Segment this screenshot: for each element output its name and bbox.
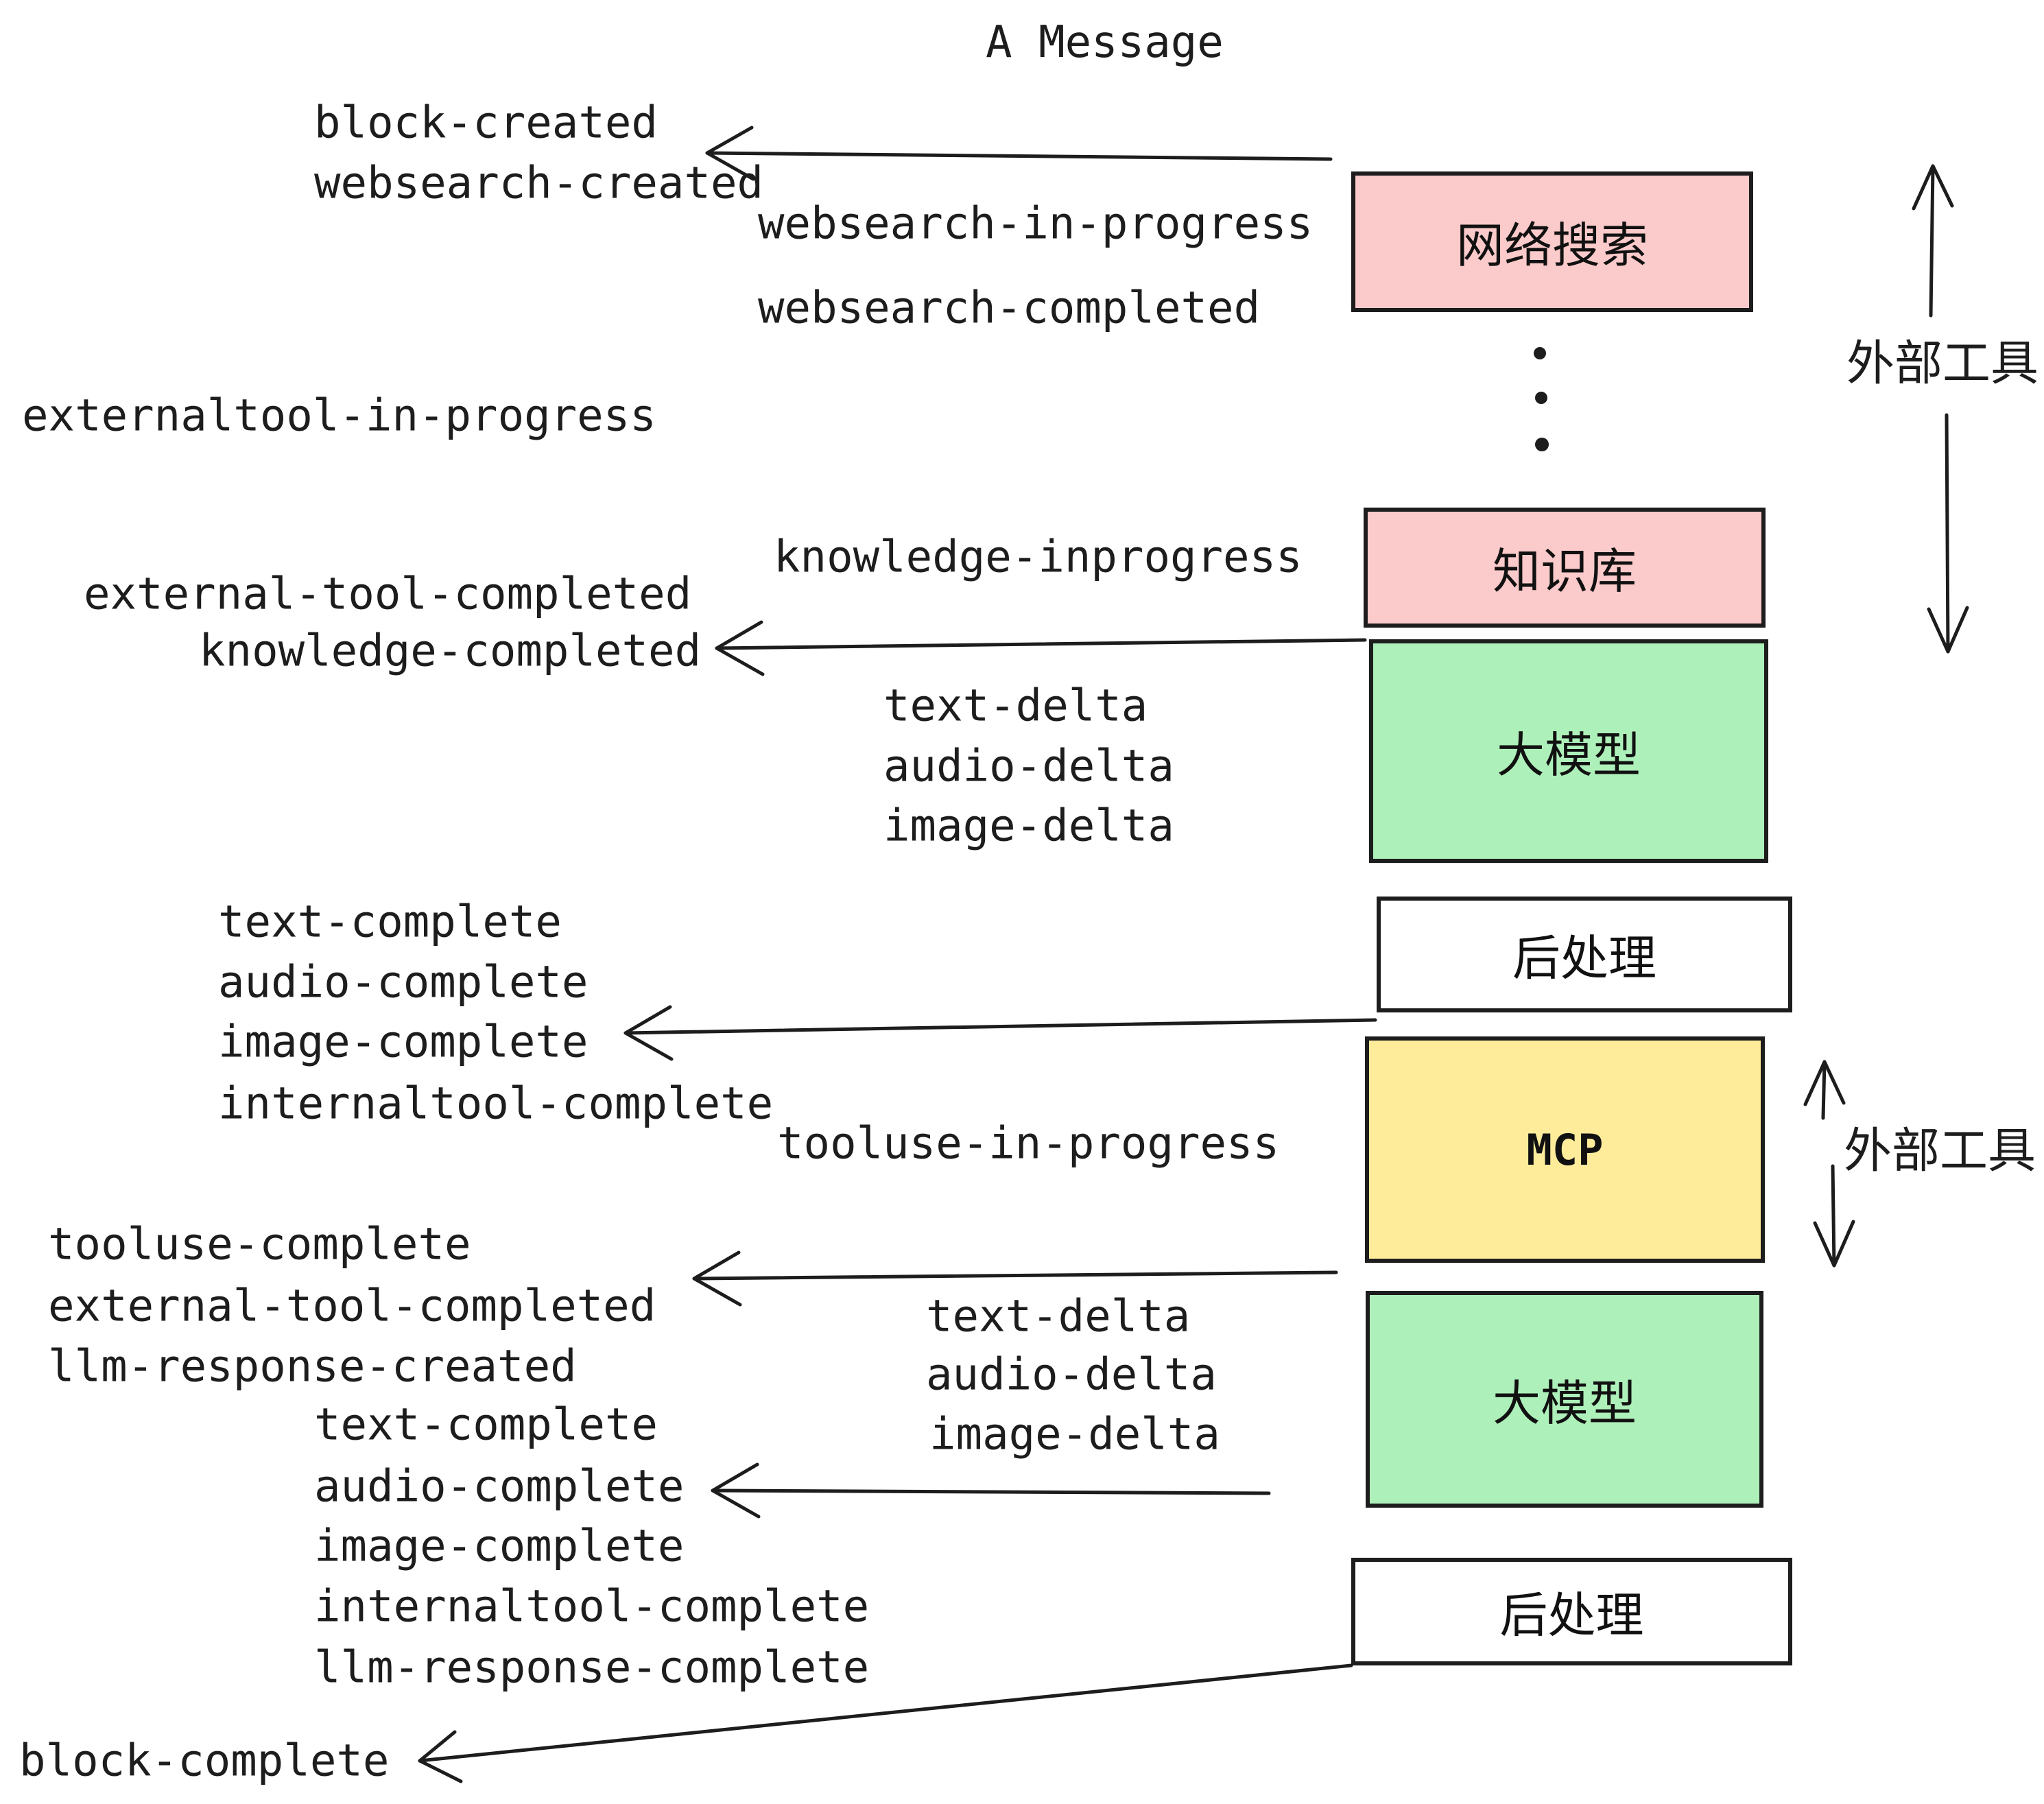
event-external-tool-completed: external-tool-completed <box>84 569 692 620</box>
external-tools-label-2: 外部工具 <box>1844 1122 2036 1179</box>
event-image-delta-2: image-delta <box>929 1409 1220 1460</box>
event-image-delta: image-delta <box>883 800 1174 852</box>
node-postprocess-2: 后处理 <box>1351 1558 1792 1665</box>
event-image-complete: image-complete <box>218 1017 589 1068</box>
node-llm: 大模型 <box>1369 639 1768 863</box>
event-text-complete-2: text-complete <box>314 1399 658 1451</box>
node-postprocess: 后处理 <box>1377 897 1792 1012</box>
node-knowledge-base: 知识库 <box>1364 508 1766 628</box>
event-text-complete: text-complete <box>218 897 562 948</box>
diagram-title: A Message <box>986 17 1224 68</box>
event-websearch-created: websearch-created <box>314 158 764 209</box>
node-websearch: 网络搜索 <box>1351 171 1753 312</box>
event-external-tool-completed-2: external-tool-completed <box>48 1281 656 1332</box>
event-image-complete-2: image-complete <box>314 1521 685 1572</box>
arrow-knowledge-to-completed <box>715 620 1367 676</box>
arrow-llm2-to-audio-complete <box>711 1462 1271 1519</box>
ellipsis-dots <box>1534 347 1549 451</box>
external-tools-up-arrow-2 <box>1803 1060 1846 1120</box>
arrow-postprocess-to-complete <box>623 1005 1377 1061</box>
event-text-delta-2: text-delta <box>926 1291 1191 1342</box>
external-tools-label: 外部工具 <box>1846 335 2039 392</box>
event-llm-response-complete: llm-response-complete <box>314 1642 870 1694</box>
event-externaltool-in-progress: externaltool-in-progress <box>22 390 656 442</box>
event-internaltool-complete: internaltool-complete <box>218 1078 774 1130</box>
event-websearch-in-progress: websearch-in-progress <box>758 198 1314 250</box>
external-tools-down-arrow <box>1927 413 1969 654</box>
event-internaltool-complete-2: internaltool-complete <box>314 1581 870 1633</box>
event-audio-complete-2: audio-complete <box>314 1461 685 1512</box>
event-audio-delta-2: audio-delta <box>926 1349 1217 1401</box>
event-block-created: block-created <box>314 97 658 149</box>
event-websearch-completed: websearch-completed <box>758 283 1261 334</box>
event-text-delta: text-delta <box>883 680 1148 732</box>
event-block-complete: block-complete <box>19 1735 390 1787</box>
event-audio-complete: audio-complete <box>218 957 589 1008</box>
event-knowledge-completed: knowledge-completed <box>199 626 702 677</box>
arrow-websearch-to-block-created <box>705 126 1333 181</box>
event-tooluse-in-progress: tooluse-in-progress <box>777 1118 1280 1170</box>
node-mcp: MCP <box>1365 1036 1765 1263</box>
node-llm-2: 大模型 <box>1366 1291 1763 1508</box>
external-tools-up-arrow <box>1912 164 1954 318</box>
event-knowledge-inprogress: knowledge-inprogress <box>774 532 1303 583</box>
event-llm-response-created: llm-response-created <box>48 1341 577 1392</box>
event-audio-delta: audio-delta <box>883 741 1174 792</box>
event-tooluse-complete: tooluse-complete <box>48 1219 471 1270</box>
